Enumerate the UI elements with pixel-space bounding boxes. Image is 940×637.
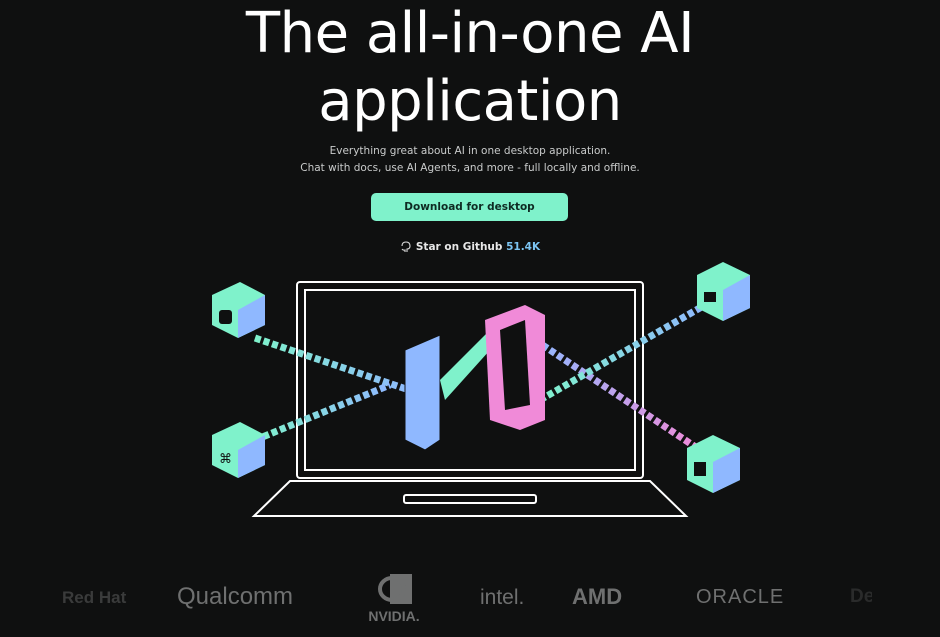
- download-button[interactable]: Download for desktop: [371, 193, 568, 221]
- subtitle-line-2: Chat with docs, use AI Agents, and more …: [300, 162, 640, 174]
- title-line-1: The all-in-one AI: [245, 1, 695, 66]
- github-star-count: 51.4K: [506, 241, 541, 253]
- nvidia-eye-icon: [378, 574, 412, 604]
- nvidia-wordmark: NVIDIA.: [368, 608, 420, 624]
- hero-subtitle: Everything great about AI in one desktop…: [0, 143, 940, 177]
- subtitle-line-1: Everything great about AI in one desktop…: [329, 145, 611, 157]
- logo-intel: intel.: [480, 586, 525, 609]
- svg-text:⌘: ⌘: [219, 452, 232, 467]
- document-cube-icon: [687, 435, 740, 493]
- hero-title: The all-in-one AI application: [0, 0, 940, 136]
- logo-nvidia: NVIDIA.: [362, 574, 426, 624]
- logo-qualcomm: Qualcomm: [177, 583, 294, 610]
- hero-illustration: ⌘: [212, 262, 750, 517]
- anything-llm-logo: [404, 305, 545, 451]
- github-label: Star on Github: [415, 241, 503, 253]
- laptop-icon: [251, 281, 689, 517]
- github-icon: [401, 241, 411, 252]
- partner-logos: Red Hat Qualcomm NVIDIA. intel. AMD ORAC…: [0, 574, 940, 628]
- folder-cube-icon: [697, 262, 750, 321]
- logo-oracle: ORACLE: [696, 586, 785, 608]
- logo-redhat: Red Hat: [62, 588, 127, 607]
- connection-lines: [253, 301, 707, 453]
- database-cube-icon: [212, 282, 265, 338]
- command-cube-icon: ⌘: [212, 422, 265, 478]
- logo-amd: AMD: [572, 584, 623, 609]
- github-star-link[interactable]: Star on Github 51.4K: [0, 241, 940, 253]
- logo-dell: Dell: [850, 586, 872, 607]
- title-line-2: application: [318, 69, 622, 134]
